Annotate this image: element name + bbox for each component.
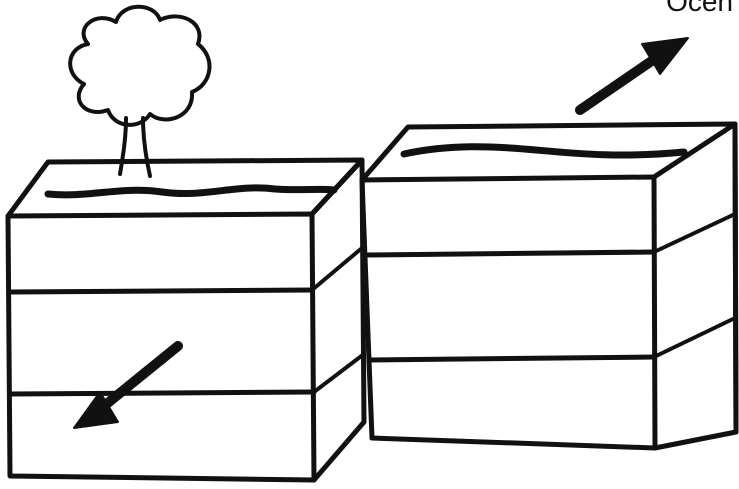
arrow-up-right-icon bbox=[575, 37, 689, 115]
left-block-layer-side-1 bbox=[310, 246, 364, 292]
right-block-layer-side-2 bbox=[652, 316, 737, 359]
left-arrow-shaft bbox=[99, 341, 183, 411]
right-block-front bbox=[359, 174, 658, 451]
tree-canopy bbox=[68, 4, 212, 127]
left-block-layer-1 bbox=[7, 287, 315, 295]
arrow-down-left-icon bbox=[73, 341, 183, 429]
left-arrow-head bbox=[73, 391, 119, 429]
tree-icon bbox=[68, 4, 212, 178]
left-block bbox=[5, 157, 367, 483]
right-block bbox=[359, 121, 739, 451]
right-arrow-head bbox=[641, 37, 689, 75]
right-block-layer-2 bbox=[367, 354, 657, 363]
right-block-side bbox=[651, 121, 739, 451]
left-block-side bbox=[309, 157, 367, 483]
left-surface-road bbox=[44, 184, 338, 199]
right-block-layer-1 bbox=[363, 249, 657, 258]
tree-trunk-right bbox=[141, 116, 152, 178]
right-block-layer-side-1 bbox=[652, 212, 737, 254]
left-block-layer-side-2 bbox=[312, 352, 366, 394]
right-block-top-back bbox=[359, 121, 739, 435]
caption-text: Oceñ bbox=[666, 0, 733, 17]
right-surface-road bbox=[400, 143, 688, 159]
left-block-layer-2 bbox=[7, 389, 317, 397]
left-block-front bbox=[5, 211, 317, 483]
right-arrow-shaft bbox=[575, 53, 661, 115]
